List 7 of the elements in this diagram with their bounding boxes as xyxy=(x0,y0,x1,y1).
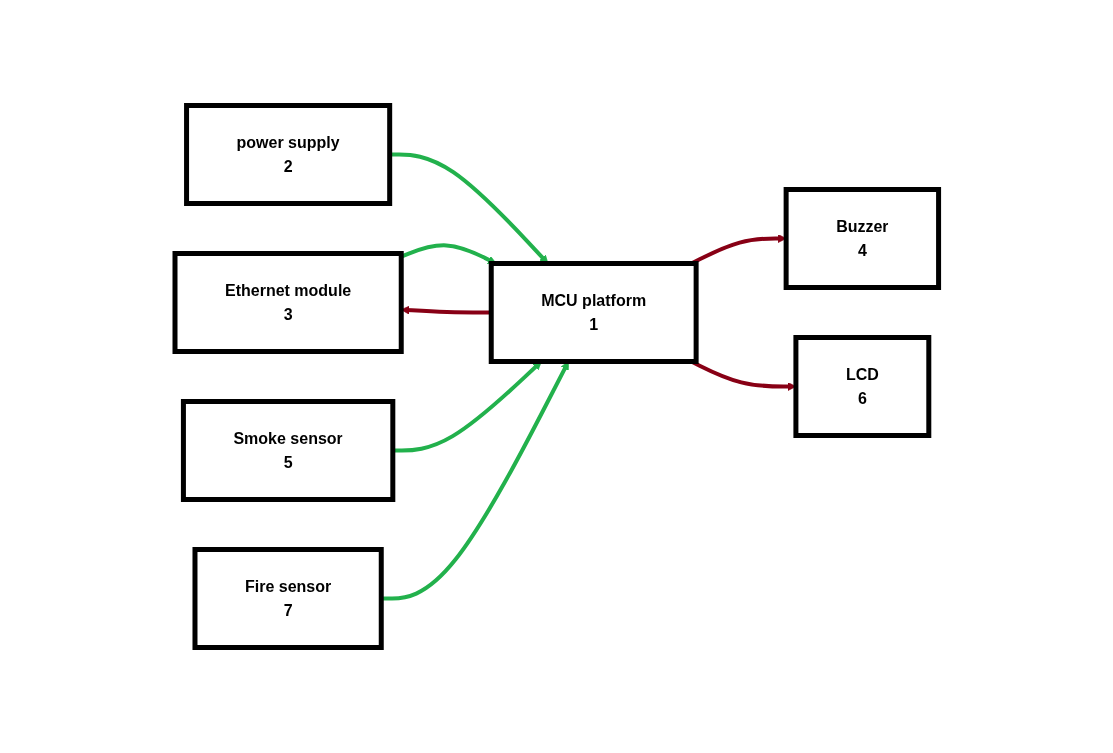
node-box: LCD 6 xyxy=(793,335,931,438)
node-box: power supply 2 xyxy=(183,103,392,206)
node-box: Ethernet module 3 xyxy=(172,251,404,354)
node-box: MCU platform 1 xyxy=(488,261,699,364)
node-box: Buzzer 4 xyxy=(783,187,941,290)
node-box: Fire sensor 7 xyxy=(192,547,384,650)
node-box: Smoke sensor 5 xyxy=(180,399,395,502)
